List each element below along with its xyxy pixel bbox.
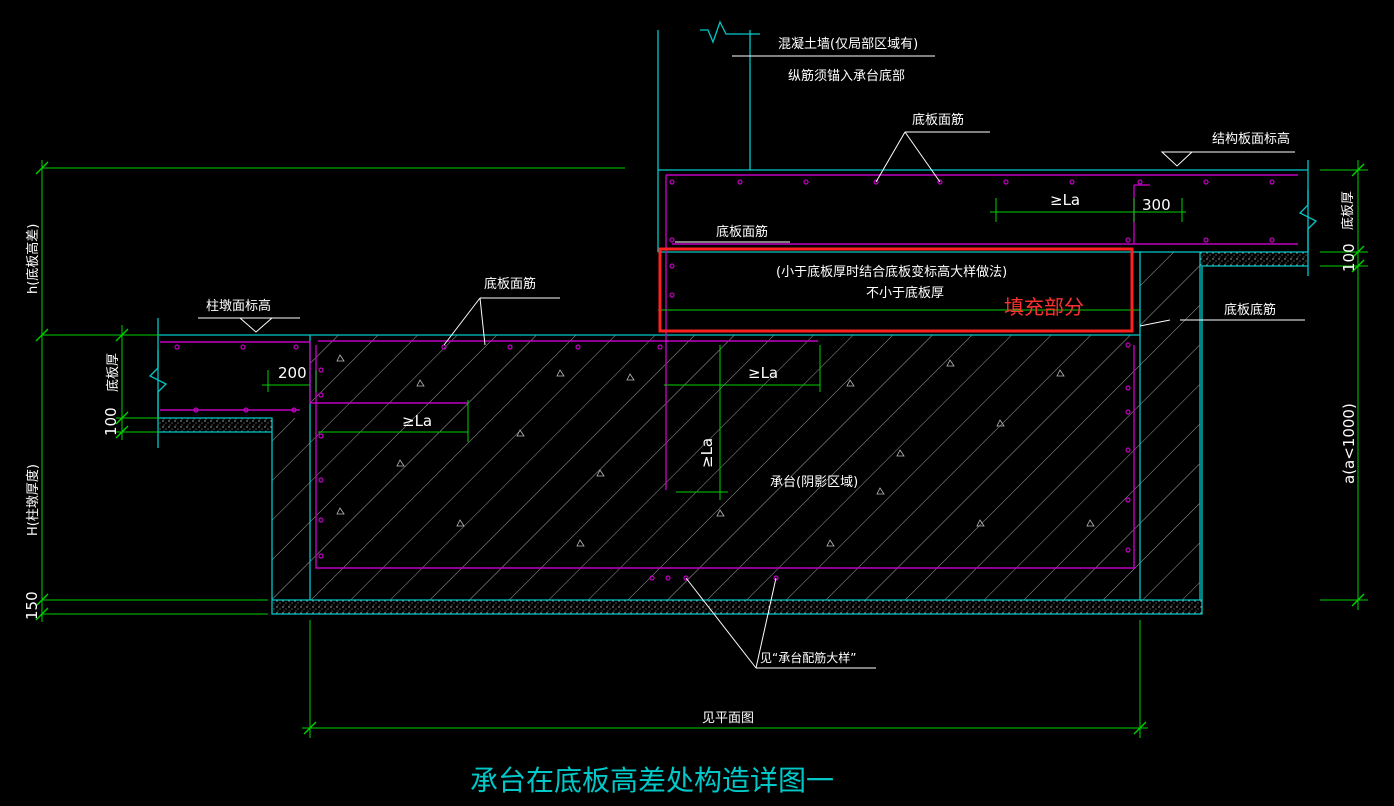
label-concrete-wall: 混凝土墙(仅局部区域有) (778, 36, 918, 52)
label-structure-slab-top: 结构板面标高 (1212, 131, 1290, 147)
label-see-detail: 见“承台配筋大样” (760, 650, 856, 665)
dimension-ticks (35, 161, 1365, 735)
label-la-3: ≥La (748, 364, 778, 382)
label-dim-100-left: 100 (102, 407, 120, 436)
label-pile-cap-area: 承台(阴影区域) (770, 475, 858, 490)
leader-lines (198, 55, 1305, 669)
label-note-line2: 不小于底板厚 (866, 285, 944, 301)
label-h-diff: h(底板高差) (25, 224, 41, 294)
label-slab-thick-left: 底板厚 (105, 353, 121, 392)
label-slab-thick-right: 底板厚 (1340, 191, 1356, 230)
label-dim-200: 200 (278, 364, 307, 382)
label-la-2: ≥La (402, 412, 432, 430)
annotation-texts: 混凝土墙(仅局部区域有) 纵筋须锚入承台底部 底板面筋 结构板面标高 ≥La 3… (23, 36, 1358, 797)
label-note-line1: (小于底板厚时结合底板变标高大样做法) (776, 264, 1007, 280)
dimension-lines (41, 160, 1368, 738)
label-dim-100-right: 100 (1340, 243, 1358, 272)
aggregate-marks (336, 354, 1095, 547)
label-a: a(a<1000) (1340, 403, 1358, 484)
structure-outline (148, 20, 1318, 615)
label-pile-cap-top: 柱墩面标高 (206, 298, 271, 314)
label-slab-bottom-rebar: 底板底筋 (1224, 302, 1276, 318)
label-rebar-anchor: 纵筋须锚入承台底部 (788, 68, 905, 84)
label-H: H(柱墩厚度) (25, 464, 41, 536)
fill-part-highlight (658, 247, 1134, 333)
label-see-plan: 见平面图 (702, 711, 754, 726)
gravel-cushions (158, 252, 1308, 614)
label-dim-300: 300 (1142, 196, 1171, 214)
label-la-1: ≥La (1050, 191, 1080, 209)
pile-cap-hatch (272, 252, 1200, 600)
label-slab-top-rebar-3: 底板面筋 (484, 276, 536, 292)
drawing-title: 承台在底板高差处构造详图一 (470, 764, 834, 797)
label-la-vertical: ≥La (698, 438, 716, 468)
label-dim-150: 150 (23, 591, 41, 620)
label-fill-part: 填充部分 (1004, 295, 1084, 319)
label-slab-top-rebar-1: 底板面筋 (912, 112, 964, 128)
label-slab-top-rebar-2: 底板面筋 (716, 224, 768, 240)
